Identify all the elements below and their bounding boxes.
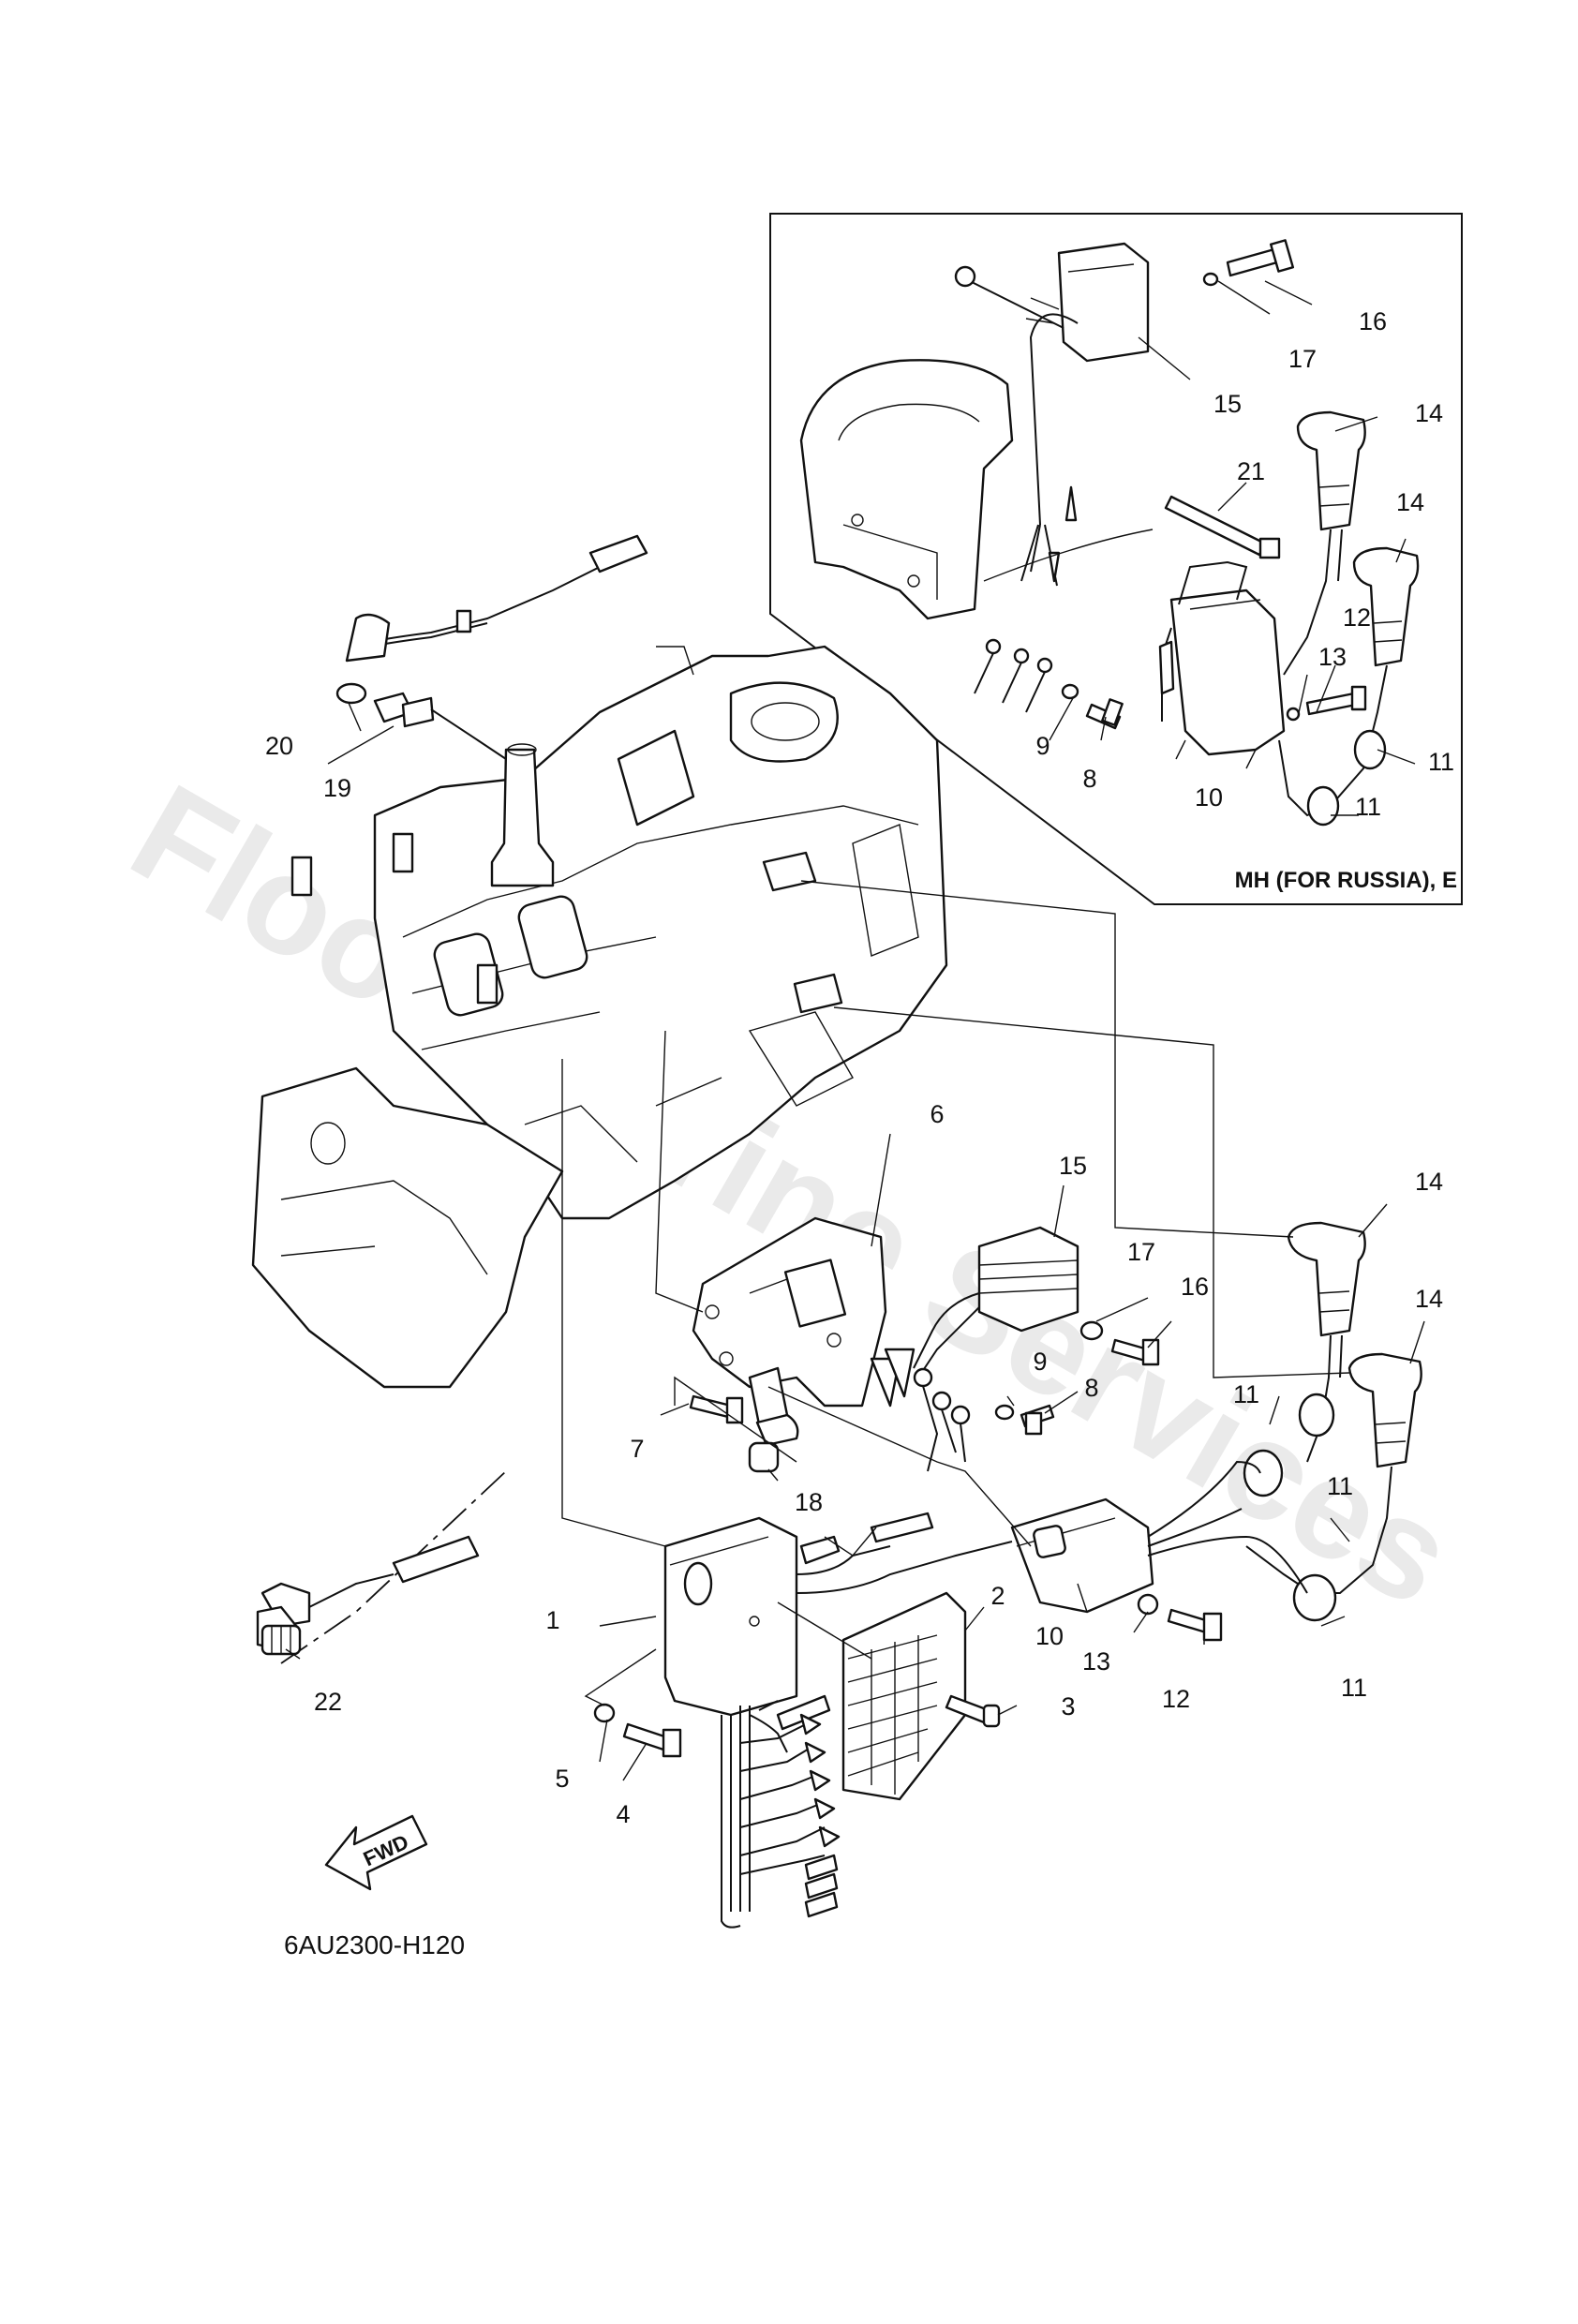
inset-callout-21: 21: [1237, 457, 1265, 485]
part-22-connector: [256, 1470, 507, 1664]
inset-callout-14a: 14: [1415, 399, 1443, 427]
part-8-bolt: [1020, 1404, 1055, 1436]
callout-14b: 14: [1415, 1285, 1443, 1313]
callout-6: 6: [930, 1100, 944, 1128]
part-13-washer: [1137, 1593, 1159, 1616]
callout-17: 17: [1127, 1238, 1155, 1266]
callout-13: 13: [1082, 1647, 1110, 1676]
part-17-washer: [1079, 1320, 1104, 1341]
callout-leaders: [285, 702, 1425, 1781]
part-12-bolt: [1167, 1608, 1223, 1642]
part-11-grommet-b: [1243, 1449, 1284, 1497]
callout-16: 16: [1181, 1273, 1209, 1301]
part-11-grommet-a: [1298, 1393, 1335, 1438]
part-14-spark-cap-lower: [1245, 1352, 1422, 1594]
callout-18: 18: [795, 1488, 823, 1516]
inset-coil-bolt: [1305, 685, 1367, 716]
callout-8: 8: [1084, 1374, 1098, 1402]
part-1-cdi-unit: [663, 1512, 1013, 1929]
callout-11c: 11: [1341, 1674, 1367, 1702]
inset-callout-11a: 11: [1428, 748, 1454, 776]
inset-bolt: [1226, 239, 1295, 277]
inset-leaders: [983, 280, 1416, 816]
inset-spark-cap-a: [1283, 410, 1366, 676]
part-7-bolt: [689, 1394, 744, 1424]
callout-22: 22: [314, 1688, 342, 1716]
reference-lines: [561, 880, 1350, 1706]
callout-7: 7: [630, 1435, 644, 1463]
inset-panel: MH (FOR RUSSIA), E: [769, 213, 1463, 905]
callout-11b: 11: [1327, 1472, 1353, 1500]
inset-grommet-b: [1306, 785, 1340, 827]
part-2-terminal-block: [841, 1591, 967, 1801]
inset-callout-9: 9: [1035, 732, 1050, 760]
part-16-bolt: [1110, 1338, 1160, 1366]
inset-title: MH (FOR RUSSIA), E: [1235, 868, 1457, 893]
callout-1: 1: [545, 1606, 559, 1634]
inset-callout-15: 15: [1213, 390, 1242, 418]
inset-callout-16: 16: [1359, 307, 1387, 335]
callout-20: 20: [265, 732, 293, 760]
diagram-code: 6AU2300-H120: [284, 1930, 465, 1959]
part-20-sensor-lead: [335, 534, 648, 705]
callout-2: 2: [990, 1582, 1005, 1610]
wire-harness: [739, 1713, 841, 1918]
inset-grommet-a: [1353, 729, 1387, 770]
inset-rectifier: [954, 242, 1150, 587]
inset-terminals: [974, 638, 1124, 730]
part-4-bolt: [622, 1722, 682, 1758]
part-19-switch: [373, 692, 507, 760]
part-9-terminals: [913, 1367, 1015, 1472]
callout-15: 15: [1059, 1152, 1087, 1180]
callout-3: 3: [1061, 1692, 1075, 1721]
inset-frame: [769, 213, 1463, 905]
forward-arrow-icon: FWD: [324, 1814, 428, 1891]
callout-19: 19: [323, 774, 351, 802]
inset-spark-cap-b: [1278, 546, 1420, 817]
part-3-screw: [945, 1694, 1001, 1728]
inset-ignition-coil: [1158, 560, 1286, 756]
inset-callout-10: 10: [1195, 783, 1223, 812]
inset-mount-bracket: [799, 359, 1014, 620]
part-6-bracket: [692, 1216, 887, 1426]
inset-callout-13: 13: [1318, 643, 1347, 671]
part-11-grommet-c: [1292, 1573, 1337, 1622]
engine-block: [251, 645, 948, 1389]
inset-callout-17: 17: [1288, 345, 1317, 373]
callout-4: 4: [616, 1800, 630, 1828]
inset-coil-washer: [1286, 707, 1301, 722]
callout-11a: 11: [1233, 1380, 1259, 1408]
inset-callout-12: 12: [1343, 603, 1371, 632]
part-18-grommet: [748, 1413, 799, 1473]
inset-callout-8: 8: [1082, 765, 1096, 793]
part-5-washer: [593, 1703, 616, 1723]
callout-10: 10: [1035, 1622, 1064, 1650]
inset-washer: [1202, 272, 1219, 287]
inset-callout-11b: 11: [1355, 793, 1381, 821]
inset-callout-14b: 14: [1396, 488, 1424, 516]
part-10-ignition-coil: [1010, 1460, 1308, 1614]
part-15-rectifier: [870, 1226, 1079, 1408]
callout-14a: 14: [1415, 1168, 1443, 1196]
inset-cable-tie: [1164, 495, 1281, 559]
callout-5: 5: [555, 1765, 569, 1793]
callout-9: 9: [1033, 1348, 1047, 1376]
callout-12: 12: [1162, 1685, 1190, 1713]
